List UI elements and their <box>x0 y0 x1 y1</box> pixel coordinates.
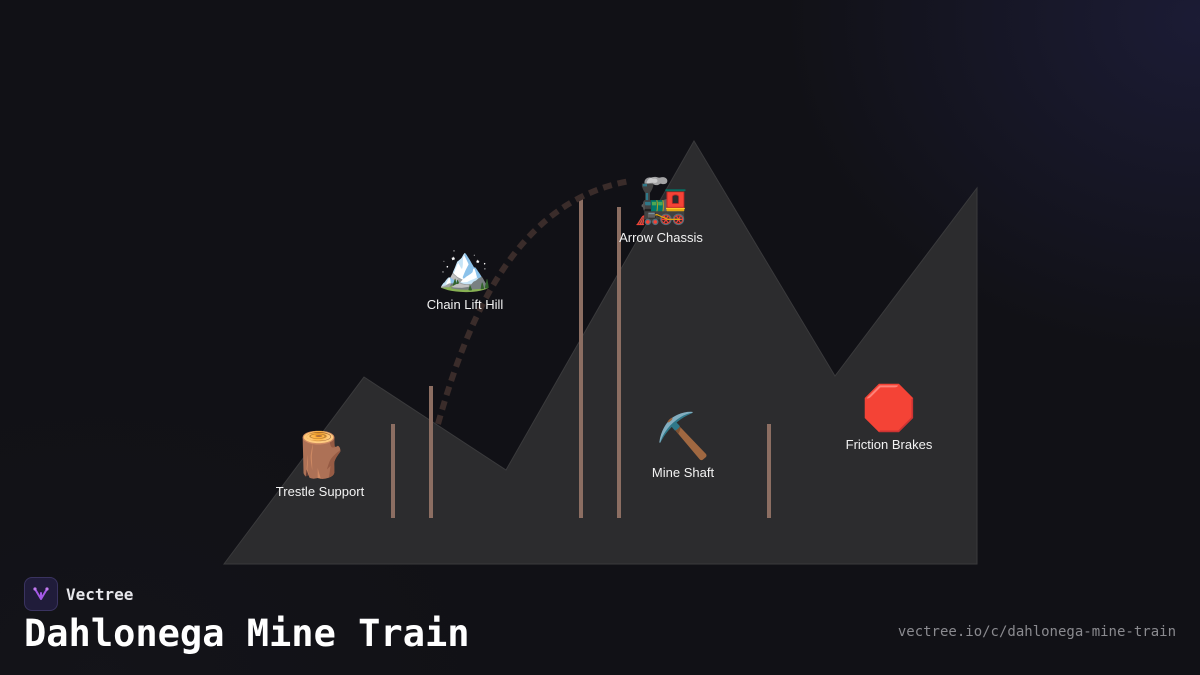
brand-name: Vectree <box>66 584 134 604</box>
mountain-terrain <box>223 140 978 565</box>
brand: Vectree <box>24 577 133 611</box>
locomotive-icon: 🚂 <box>633 176 689 227</box>
node-trestle-support: 🪵 Trestle Support <box>250 430 390 500</box>
node-label: Trestle Support <box>275 484 365 499</box>
node-mine-shaft: ⛏️ Mine Shaft <box>613 411 753 481</box>
snow-mountain-icon: 🏔️ <box>437 243 493 294</box>
track-path <box>435 178 631 425</box>
stop-sign-icon: 🛑 <box>861 383 917 434</box>
vectree-logo-icon <box>24 577 58 611</box>
page-title: Dahlonega Mine Train <box>24 612 470 655</box>
support-posts <box>391 198 771 518</box>
node-chain-lift-hill: 🏔️ Chain Lift Hill <box>395 243 535 313</box>
pickaxe-icon: ⛏️ <box>655 411 711 462</box>
node-label: Friction Brakes <box>845 437 933 452</box>
node-friction-brakes: 🛑 Friction Brakes <box>819 383 959 453</box>
node-label: Arrow Chassis <box>619 230 703 245</box>
node-arrow-chassis: 🚂 Arrow Chassis <box>591 176 731 246</box>
wood-log-icon: 🪵 <box>292 430 348 481</box>
node-label: Chain Lift Hill <box>426 297 504 312</box>
node-label: Mine Shaft <box>651 465 715 480</box>
page-url: vectree.io/c/dahlonega-mine-train <box>897 624 1176 640</box>
